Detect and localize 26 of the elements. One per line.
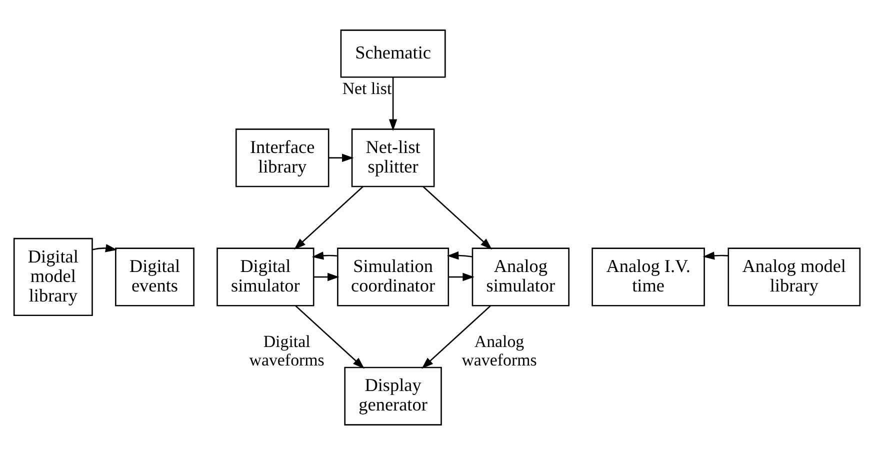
arrow bbox=[92, 244, 118, 252]
arrow bbox=[295, 304, 364, 368]
arrow bbox=[422, 304, 491, 368]
arrow bbox=[446, 250, 473, 260]
node-box: Digital events bbox=[115, 247, 194, 306]
edge-label: Digital waveforms bbox=[249, 332, 324, 369]
arrow bbox=[314, 272, 340, 281]
node-box: Display generator bbox=[344, 366, 442, 425]
arrow bbox=[294, 186, 364, 250]
arrow bbox=[448, 272, 474, 281]
node-box: Digital simulator bbox=[216, 247, 314, 306]
node-box: Analog model library bbox=[728, 247, 861, 306]
node-box: Simulation coordinator bbox=[337, 247, 450, 306]
node-box: Analog simulator bbox=[472, 247, 570, 306]
node-box: Analog I.V. time bbox=[592, 247, 705, 306]
arrow bbox=[422, 186, 492, 250]
node-box: Digital model library bbox=[13, 237, 93, 316]
edge-label: Net list bbox=[342, 78, 392, 98]
arrow bbox=[328, 153, 354, 162]
arrow bbox=[702, 251, 728, 260]
arrow bbox=[388, 77, 398, 130]
edge-label: Analog waveforms bbox=[462, 332, 537, 369]
node-box: Interface library bbox=[235, 128, 330, 187]
node-box: Net-list splitter bbox=[351, 128, 435, 187]
arrow bbox=[312, 251, 338, 260]
node-box: Schematic bbox=[340, 29, 446, 78]
